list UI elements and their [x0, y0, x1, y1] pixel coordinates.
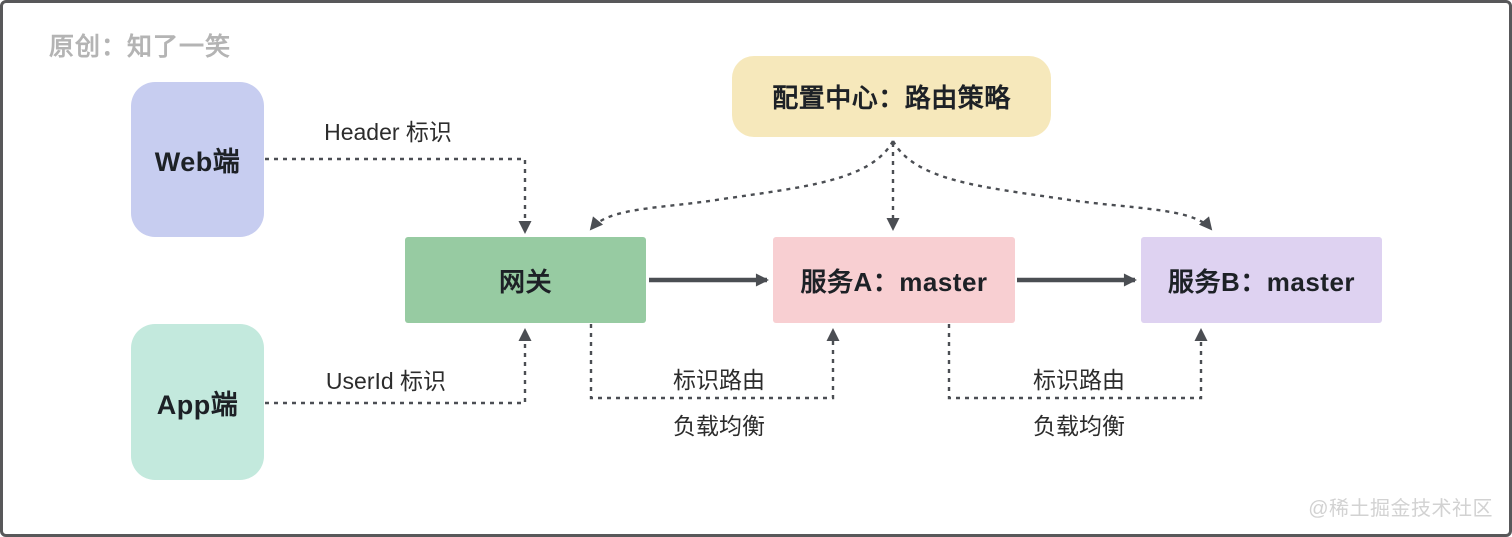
edge-config-to-service-b	[891, 140, 1213, 231]
edge-label-route-b-line2: 负载均衡	[1033, 413, 1125, 439]
edge-label-header-tag: Header 标识	[324, 119, 452, 145]
edge-label-userid-tag: UserId 标识	[325, 368, 447, 394]
community-watermark: @稀土掘金技术社区	[1308, 498, 1493, 520]
node-service-b: 服务B：master	[1141, 237, 1382, 323]
node-config-center: 配置中心：路由策略	[732, 56, 1051, 137]
node-service-a: 服务A：master	[773, 237, 1015, 323]
node-app-client: App端	[131, 324, 264, 480]
edge-web-to-gateway	[265, 157, 532, 234]
node-gateway: 网关	[405, 237, 646, 323]
edge-label-route-b-line1: 标识路由	[1033, 367, 1125, 393]
edge-config-to-gateway	[589, 140, 895, 231]
edge-label-route-a-line2: 负载均衡	[673, 413, 765, 439]
node-web-client: Web端	[131, 82, 264, 237]
author-watermark: 原创：知了一笑	[49, 33, 232, 61]
edge-label-route-a-line1: 标识路由	[673, 367, 765, 393]
